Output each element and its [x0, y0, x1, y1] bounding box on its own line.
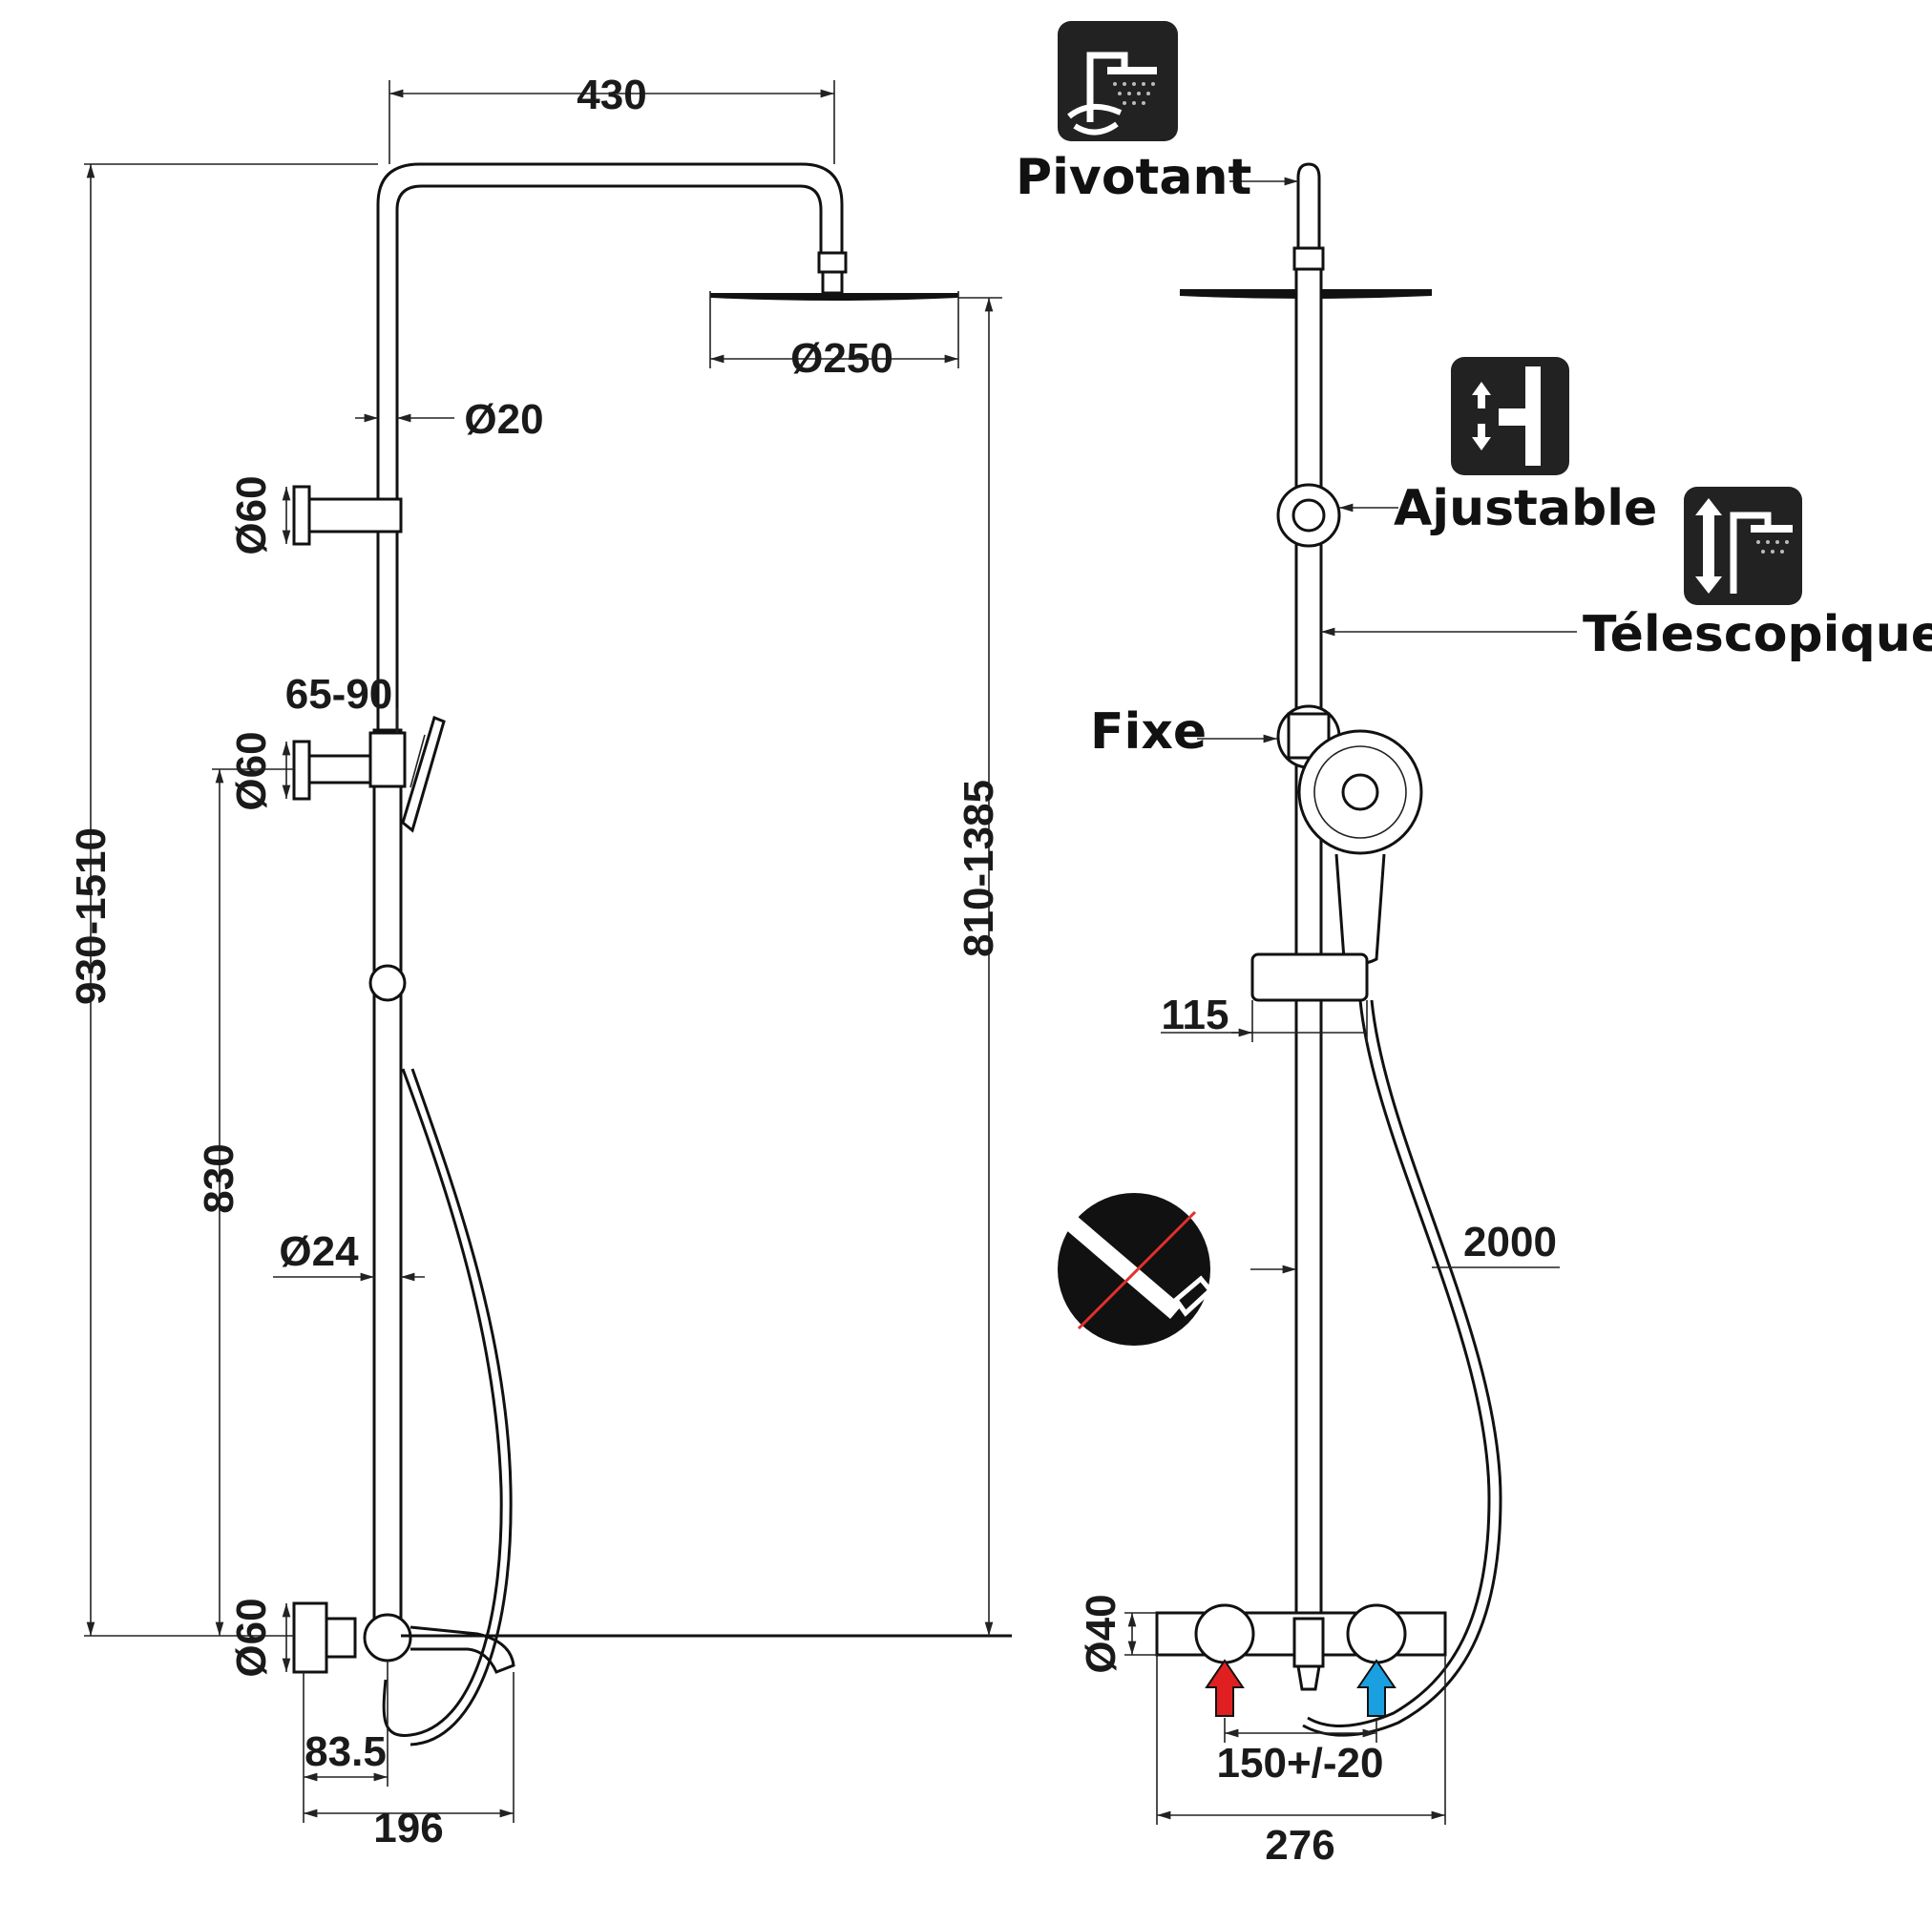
middle-wall-bracket	[292, 740, 311, 801]
adjustable-bracket-icon	[1451, 357, 1569, 475]
hose	[382, 1068, 503, 1737]
dim-riser-height: 810-1385	[956, 780, 1002, 957]
dim-middle-bracket: Ø60	[228, 731, 275, 810]
side-labels: Pivotant Ajustable Télescopique Fixe	[1016, 149, 1932, 1274]
dim-riser-diameter: Ø20	[464, 396, 543, 443]
side-dimensions: 115 2000 Ø40 150+/-20 276	[1078, 992, 1560, 1869]
side-view	[1155, 162, 1502, 1737]
upper-wall-bracket	[292, 485, 311, 546]
bath-spout	[410, 1625, 515, 1674]
rain-shower-head	[710, 293, 958, 301]
hot-inlet-arrow	[1205, 1659, 1245, 1717]
dim-centers: 150+/-20	[1217, 1740, 1384, 1787]
front-dimensions: 430 Ø250 Ø20 Ø60 65-90 Ø60 930-1510 810-…	[68, 72, 1002, 1851]
mixer-body	[363, 1613, 412, 1663]
dim-spout-offset: 83.5	[304, 1728, 387, 1775]
label-fixed: Fixe	[1090, 703, 1207, 761]
telescopic-icon	[1684, 487, 1802, 605]
dim-head-diameter: Ø250	[790, 335, 893, 382]
label-pivot: Pivotant	[1016, 149, 1251, 206]
hand-shower-holder	[1250, 952, 1369, 1002]
swivel-shower-icon	[1058, 21, 1178, 141]
slider-knob	[368, 964, 407, 1002]
dim-total-height: 930-1510	[68, 827, 115, 1005]
mixer-flange	[292, 1601, 328, 1674]
dim-lower-height: 830	[196, 1143, 242, 1213]
front-view	[292, 162, 1012, 1746]
dim-hose: 2000	[1463, 1219, 1557, 1265]
cold-handle	[1346, 1603, 1407, 1664]
label-telescopic: Télescopique	[1583, 606, 1932, 663]
cold-inlet-arrow	[1356, 1659, 1396, 1717]
no-saw-icon	[1058, 1193, 1214, 1346]
arm-connector	[817, 251, 848, 274]
dim-arm-length: 430	[577, 72, 646, 118]
dim-mixer-flange: Ø60	[228, 1598, 275, 1677]
dim-spout-reach: 196	[373, 1805, 443, 1851]
shower-arm	[376, 162, 844, 1636]
dim-holder: 115	[1162, 992, 1229, 1038]
side-riser	[1294, 267, 1323, 1626]
dim-upper-bracket: Ø60	[228, 475, 275, 554]
hot-handle	[1194, 1603, 1255, 1664]
label-adjust: Ajustable	[1394, 480, 1657, 537]
riser-bar	[372, 728, 403, 1639]
pivot-joint	[1296, 162, 1321, 248]
dim-mixer-height: Ø40	[1078, 1594, 1124, 1673]
hand-shower	[401, 715, 446, 833]
dim-bar-diameter: Ø24	[279, 1228, 359, 1275]
dim-bracket-depth: 65-90	[285, 671, 393, 718]
dim-mixer-width: 276	[1265, 1822, 1334, 1869]
